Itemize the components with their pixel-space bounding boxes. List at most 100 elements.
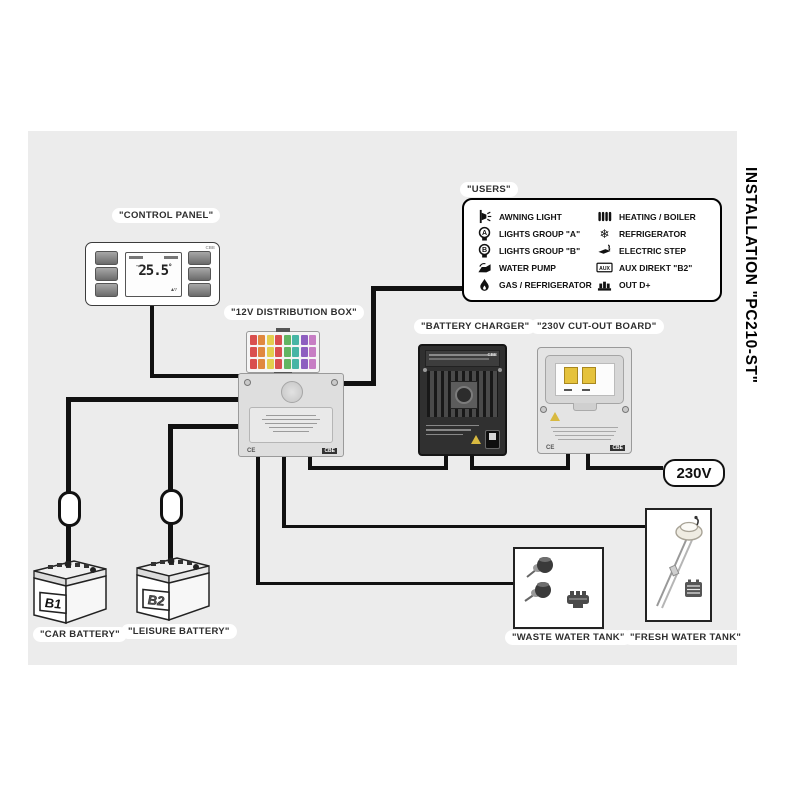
lcd-status-bars <box>129 256 178 260</box>
legend-row: ELECTRIC STEP <box>596 243 686 258</box>
wire-cutout-stub-r <box>586 452 590 470</box>
fuse-panel <box>246 328 320 377</box>
wire-b1-v2 <box>66 524 71 564</box>
panel-button <box>95 267 118 281</box>
cbe-logo: CBE <box>205 245 215 250</box>
panel-button <box>188 251 211 265</box>
charger-fan <box>450 381 478 409</box>
battery-code-plate: B2 <box>142 588 170 612</box>
battery-charger-label: "BATTERY CHARGER" <box>414 319 537 334</box>
fuse <box>292 335 300 346</box>
lcd-display: ¬25.5° ▴▿ <box>125 252 182 297</box>
wire-b2-h <box>168 424 240 429</box>
legend-row: WATER PUMP <box>476 260 556 275</box>
awning-light-icon <box>476 209 493 224</box>
out-d-plus-icon <box>596 277 613 292</box>
fuse <box>283 335 291 346</box>
screw-icon <box>622 406 629 413</box>
fuse <box>283 358 291 369</box>
wire-waste-h <box>256 582 513 585</box>
cutout-board-label: "230V CUT-OUT BOARD" <box>530 319 664 334</box>
control-panel-label: "CONTROL PANEL" <box>112 208 221 223</box>
wire-charger-stub-l <box>444 452 448 470</box>
breaker-mark <box>582 389 590 391</box>
fuse <box>266 346 274 358</box>
waste-water-tank-box <box>513 547 604 629</box>
tank-grille-icon <box>685 579 702 597</box>
wire-users-3 <box>371 286 462 291</box>
breaker-switch <box>564 367 578 384</box>
wire-charger-2 <box>308 466 448 470</box>
cutout-info-lines <box>546 424 623 440</box>
distribution-box-label: "12V DISTRIBUTION BOX" <box>224 305 364 320</box>
panel-button <box>95 283 118 297</box>
fuse <box>250 335 257 346</box>
wire-fresh-v <box>282 455 286 528</box>
wire-b1-h <box>66 397 240 402</box>
legend-row: GAS / REFRIGERATOR <box>476 277 592 292</box>
legend-row: B LIGHTS GROUP "B" <box>476 243 580 258</box>
fuse-symbol-b2 <box>160 489 183 525</box>
legend-row: OUT D+ <box>596 277 650 292</box>
legend-row: AWNING LIGHT <box>476 209 562 224</box>
charger-switch <box>485 430 500 449</box>
rating-plate <box>249 407 333 443</box>
refrigerator-icon: ❄ <box>599 226 610 241</box>
tank-probe-icon <box>526 557 553 578</box>
fuse <box>300 335 308 346</box>
svg-text:AUX: AUX <box>599 266 610 272</box>
fuse <box>250 358 257 369</box>
users-label: "USERS" <box>460 182 518 197</box>
diagram-title: INSTALLATION "PC210-ST" <box>742 167 759 384</box>
electric-step-icon <box>596 243 613 258</box>
fuse <box>258 346 266 358</box>
cutout-tab <box>573 403 597 411</box>
wire-waste-v <box>256 455 260 585</box>
wire-charger-stub-r <box>470 452 474 470</box>
fuse <box>275 335 283 346</box>
users-legend: AWNING LIGHT A LIGHTS GROUP "A" B LIGHTS… <box>462 198 722 302</box>
fuse <box>309 335 316 346</box>
wire-users-2 <box>371 286 376 386</box>
ce-mark: CE <box>247 448 256 454</box>
charger-info-lines <box>426 422 499 446</box>
screw-icon <box>244 379 251 386</box>
tank-connector-icon <box>567 591 589 608</box>
breaker-mark <box>564 389 572 391</box>
legend-row: AUX AUX DIREKT "B2" <box>596 260 692 275</box>
wire-mains <box>586 466 663 470</box>
fuse-grid <box>247 332 319 372</box>
wire-b1-v1 <box>66 397 71 492</box>
fuse <box>309 346 316 358</box>
legend-row: HEATING / BOILER <box>596 209 696 224</box>
distribution-box: CE CBE <box>238 373 344 457</box>
svg-text:B: B <box>482 247 487 254</box>
leisure-battery: B2 <box>129 548 215 624</box>
wire-users-1 <box>340 381 376 386</box>
fuse <box>283 346 291 358</box>
breaker-window <box>545 355 624 404</box>
tank-probe-icon <box>524 582 551 602</box>
fuse-symbol-b1 <box>58 491 81 527</box>
svg-text:A: A <box>482 230 487 237</box>
water-pump-icon <box>476 260 493 275</box>
panel-button <box>188 267 211 281</box>
car-battery: B1 <box>26 551 112 627</box>
gas-refrigerator-icon <box>476 277 493 292</box>
screw-icon <box>498 368 502 372</box>
breaker-switch <box>582 367 596 384</box>
aux-icon: AUX <box>596 260 613 275</box>
wire-b2-v2 <box>168 522 173 560</box>
legend-row: A LIGHTS GROUP "A" <box>476 226 580 241</box>
cutout-board: CE CBE <box>537 347 632 454</box>
battery-code-plate: B1 <box>39 591 67 615</box>
wire-cutout-stub-l <box>566 452 570 470</box>
breaker-panel <box>555 363 615 396</box>
fuse <box>292 346 300 358</box>
lcd-value: ¬25.5° <box>135 263 173 279</box>
wire-charger-1 <box>308 455 312 470</box>
control-panel: CBE ¬25.5° ▴▿ ‥ <box>85 242 220 306</box>
warning-icon <box>550 412 560 421</box>
fuse <box>300 358 308 369</box>
